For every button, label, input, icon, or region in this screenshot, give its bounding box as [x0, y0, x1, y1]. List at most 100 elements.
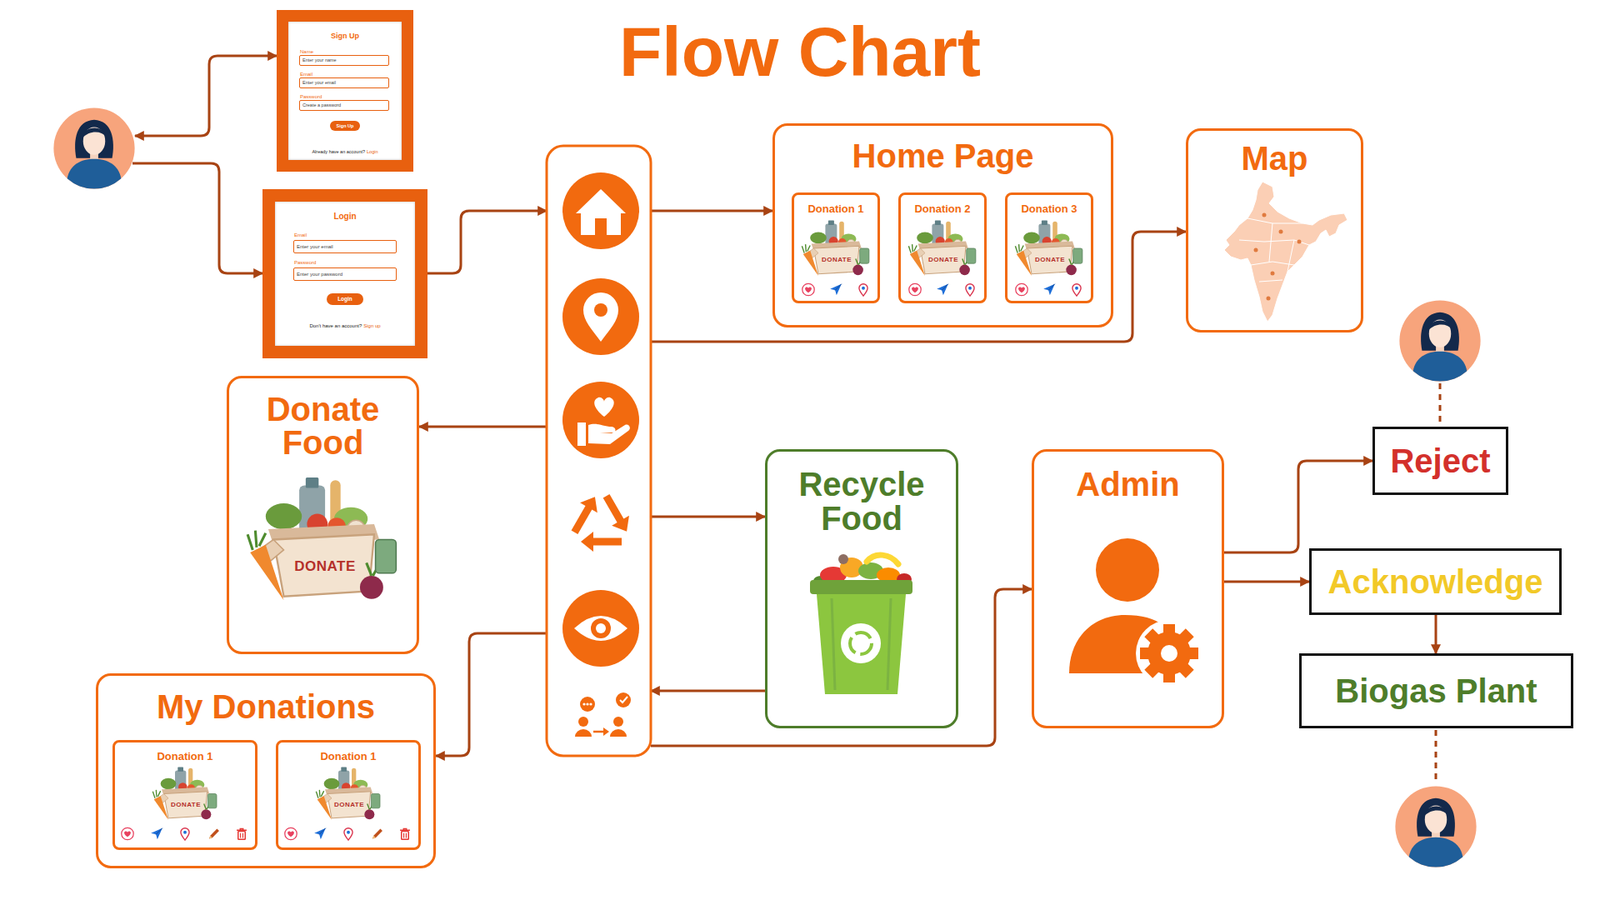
send-icon — [1043, 284, 1055, 296]
donation-card: Donation 1 — [275, 740, 421, 850]
status-box: Reject — [1372, 426, 1509, 495]
location-icon — [1072, 284, 1081, 296]
india-map — [1224, 181, 1348, 322]
recycle-icon — [606, 495, 622, 522]
exchange-icon — [603, 727, 610, 736]
recycle-bin — [816, 594, 906, 695]
form-text: Sign up — [363, 323, 380, 329]
recycle-bin — [810, 580, 913, 595]
donation-card: Donation 1 — [112, 740, 258, 850]
exchange-icon — [620, 696, 628, 703]
location-icon — [180, 828, 190, 840]
send-icon — [936, 284, 949, 296]
flow-arrow — [650, 690, 765, 693]
form-text: Sign Up — [288, 31, 402, 41]
recycle-icon — [580, 491, 604, 513]
status-label: Acknowledge — [1328, 563, 1544, 600]
recycle-bin — [838, 554, 849, 565]
recycle-icon — [597, 490, 635, 536]
exchange-icon — [582, 702, 585, 705]
heart-hand-icon — [594, 397, 614, 417]
basket-text: DONATE — [294, 559, 356, 574]
button-label: Login — [337, 295, 353, 302]
process-box: Admin — [1031, 449, 1225, 729]
dashed-link — [1435, 730, 1438, 785]
process-box: Donate Food — [226, 375, 420, 655]
status-box: Biogas Plant — [1299, 653, 1574, 729]
nav-sidebar — [546, 145, 651, 756]
form-button: Sign Up — [330, 120, 360, 131]
card-title: Donation 2 — [914, 202, 970, 216]
admin-icon — [1135, 620, 1203, 687]
recycle-icon — [580, 531, 594, 552]
donation-card: Donation 1 — [791, 192, 880, 304]
box-title: My Donations — [156, 688, 375, 725]
icon-circle — [562, 590, 640, 667]
basket-text: DONATE — [1035, 256, 1065, 264]
box-title: Donate Food — [244, 392, 403, 460]
status-label: Reject — [1390, 442, 1490, 480]
input-placeholder: Enter your email — [296, 244, 334, 250]
location-icon — [859, 284, 868, 296]
input-placeholder: Enter your password — [296, 271, 343, 278]
eye-icon — [574, 615, 628, 641]
flow-connector — [1435, 615, 1438, 654]
exchange-icon — [580, 696, 595, 712]
user-avatar — [1395, 785, 1476, 867]
edit-icon — [209, 829, 220, 840]
donation-basket — [315, 767, 380, 820]
status-box: Acknowledge — [1309, 548, 1562, 615]
flow-arrow — [435, 633, 547, 756]
pin-icon — [583, 292, 619, 342]
recycle-bin — [866, 555, 899, 565]
sidebar-frame — [546, 145, 651, 756]
map-dot — [1254, 248, 1259, 253]
exchange-icon — [610, 729, 627, 737]
send-icon — [830, 284, 842, 296]
exchange-icon — [585, 702, 589, 705]
location-icon — [344, 828, 353, 840]
recycle-bin — [850, 632, 872, 655]
delete-icon — [236, 829, 247, 840]
icon-circle — [562, 278, 640, 355]
recycle-icon — [565, 491, 604, 537]
flow-arrow — [650, 589, 1032, 746]
basket-text: DONATE — [928, 256, 959, 264]
edit-icon — [372, 829, 383, 840]
donation-basket — [801, 220, 870, 276]
donation-basket — [152, 767, 217, 820]
recycle-bin — [810, 554, 913, 695]
donation-basket — [908, 220, 976, 276]
donation-card: Donation 2 — [898, 192, 987, 304]
input-field: Create a password — [299, 100, 390, 111]
input-field: Enter your password — [293, 267, 397, 281]
input-placeholder: Enter your email — [302, 80, 336, 85]
heart-hand-icon — [577, 422, 586, 446]
input-field: Enter your email — [293, 240, 397, 254]
box-title: Admin — [1075, 465, 1180, 503]
recycle-bin — [840, 623, 881, 664]
card-title: Donation 1 — [156, 750, 213, 764]
process-box: My DonationsDonation 1 Donation 1 — [95, 673, 436, 869]
delete-icon — [400, 829, 410, 840]
send-icon — [314, 828, 326, 840]
flow-arrow — [427, 210, 547, 274]
pin-icon — [594, 303, 608, 317]
map-dot — [1270, 271, 1275, 276]
input-field: Enter your email — [299, 77, 390, 89]
like-icon — [1015, 283, 1028, 295]
card-title: Donation 3 — [1020, 202, 1077, 216]
map-dot — [1262, 213, 1267, 218]
eye-icon — [595, 623, 606, 634]
map-dot — [1254, 213, 1302, 301]
form-text: Email — [294, 232, 307, 239]
status-label: Biogas Plant — [1335, 672, 1537, 710]
exchange-icon — [575, 729, 592, 737]
form-text: Password — [294, 260, 316, 266]
recycle-icon — [580, 531, 622, 552]
dashed-link — [1439, 383, 1442, 425]
map-dot — [1297, 240, 1302, 245]
admin-icon — [1147, 631, 1191, 675]
form-text: Already have an account? — [311, 149, 365, 155]
